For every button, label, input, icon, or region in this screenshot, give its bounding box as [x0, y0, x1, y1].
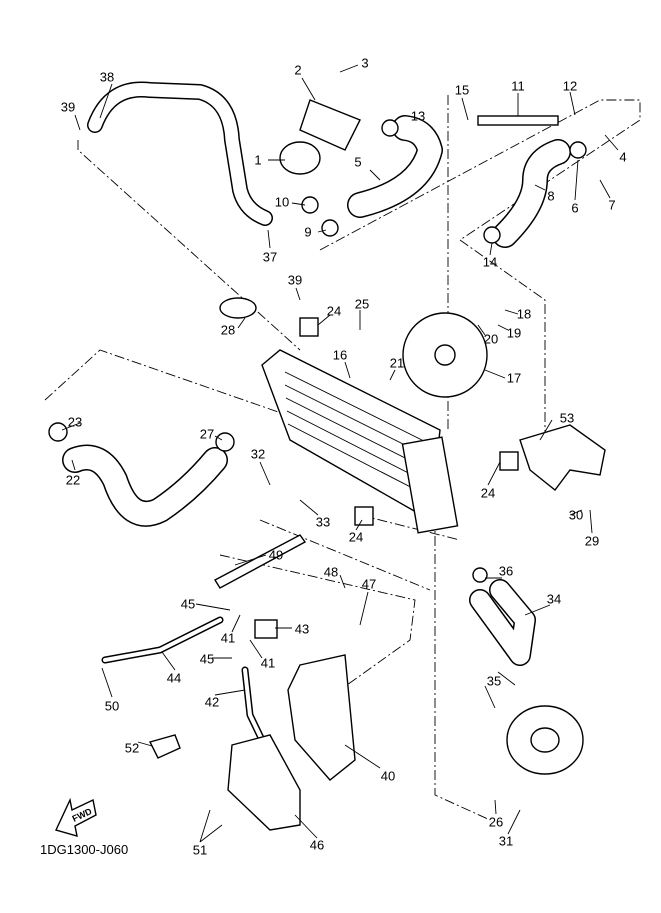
radiator-cap-28: [219, 297, 257, 319]
callout-51: 51: [192, 842, 208, 858]
clamp-23: [48, 422, 68, 442]
callout-9: 9: [304, 224, 312, 240]
callout-8: 8: [547, 188, 555, 204]
collar-24: [299, 317, 319, 337]
callout-24: 24: [480, 485, 496, 501]
leader-dashed: [44, 349, 431, 691]
radiator-side-tank: [401, 436, 459, 534]
valve-43: [254, 619, 278, 639]
callout-21: 21: [389, 355, 405, 371]
clamp-36: [472, 567, 488, 583]
callout-24: 24: [326, 303, 342, 319]
pipe-11: [477, 115, 559, 126]
callout-43: 43: [294, 621, 310, 637]
callout-17: 17: [506, 370, 522, 386]
callout-50: 50: [104, 698, 120, 714]
callout-13: 13: [410, 108, 426, 124]
callout-49: 49: [268, 547, 284, 563]
clamp-10: [301, 196, 319, 214]
clamp-6: [569, 141, 587, 159]
callout-7: 7: [608, 197, 616, 213]
callout-19: 19: [506, 325, 522, 341]
callout-25: 25: [354, 296, 370, 312]
callout-1: 1: [254, 152, 262, 168]
callout-46: 46: [309, 837, 325, 853]
callout-45: 45: [180, 596, 196, 612]
callout-52: 52: [124, 740, 140, 756]
radiator-core-fins: [284, 371, 433, 498]
callout-18: 18: [516, 306, 532, 322]
strap-49: [214, 534, 307, 589]
callout-34: 34: [546, 591, 562, 607]
callout-10: 10: [274, 194, 290, 210]
callout-12: 12: [562, 78, 578, 94]
callout-27: 27: [199, 426, 215, 442]
tank-cover-46: [227, 734, 301, 831]
callout-44: 44: [166, 670, 182, 686]
callout-22: 22: [65, 472, 81, 488]
callout-42: 42: [204, 694, 220, 710]
callout-20: 20: [483, 331, 499, 347]
bracket-53: [519, 424, 606, 491]
callout-26: 26: [488, 814, 504, 830]
callout-23: 23: [67, 414, 83, 430]
callout-37: 37: [262, 249, 278, 265]
callout-11: 11: [511, 78, 525, 94]
thermostat-cover-2: [299, 99, 361, 151]
callout-39: 39: [287, 272, 303, 288]
thermostat-1: [279, 141, 321, 175]
callout-16: 16: [332, 347, 348, 363]
callout-2: 2: [294, 62, 302, 78]
reservoir-tank-40: [287, 654, 356, 781]
callout-32: 32: [250, 446, 266, 462]
callout-53: 53: [559, 410, 575, 426]
callout-36: 36: [498, 563, 514, 579]
clamp-9: [321, 219, 339, 237]
callout-30: 30: [568, 507, 584, 523]
callout-47: 47: [361, 576, 377, 592]
clamp-13: [381, 119, 399, 137]
leader-dashed: [359, 500, 491, 821]
callout-40: 40: [380, 768, 396, 784]
callout-35: 35: [486, 673, 502, 689]
callout-33: 33: [315, 514, 331, 530]
callout-41: 41: [260, 655, 276, 671]
callout-6: 6: [571, 200, 579, 216]
callout-45: 45: [199, 651, 215, 667]
callout-41: 41: [220, 630, 236, 646]
callout-31: 31: [498, 833, 514, 849]
leader-dashed: [319, 99, 641, 470]
callout-3: 3: [361, 55, 369, 71]
clamp-14: [483, 226, 501, 244]
collar-24: [499, 451, 519, 471]
part-52: [148, 734, 181, 759]
leader-dashed: [77, 140, 301, 351]
leader-line: [61, 64, 619, 843]
callout-48: 48: [323, 564, 339, 580]
fwd-arrow-icon: [55, 797, 97, 837]
callout-24: 24: [348, 529, 364, 545]
callout-38: 38: [99, 69, 115, 85]
collar-24: [354, 506, 374, 526]
callout-29: 29: [584, 533, 600, 549]
callout-4: 4: [619, 149, 627, 165]
callout-15: 15: [454, 82, 470, 98]
callout-28: 28: [220, 322, 236, 338]
drawing-code: 1DG1300-J060: [40, 842, 129, 857]
callout-5: 5: [354, 154, 362, 170]
clamp-27: [215, 432, 235, 452]
callout-39: 39: [60, 99, 76, 115]
callout-14: 14: [482, 254, 498, 270]
